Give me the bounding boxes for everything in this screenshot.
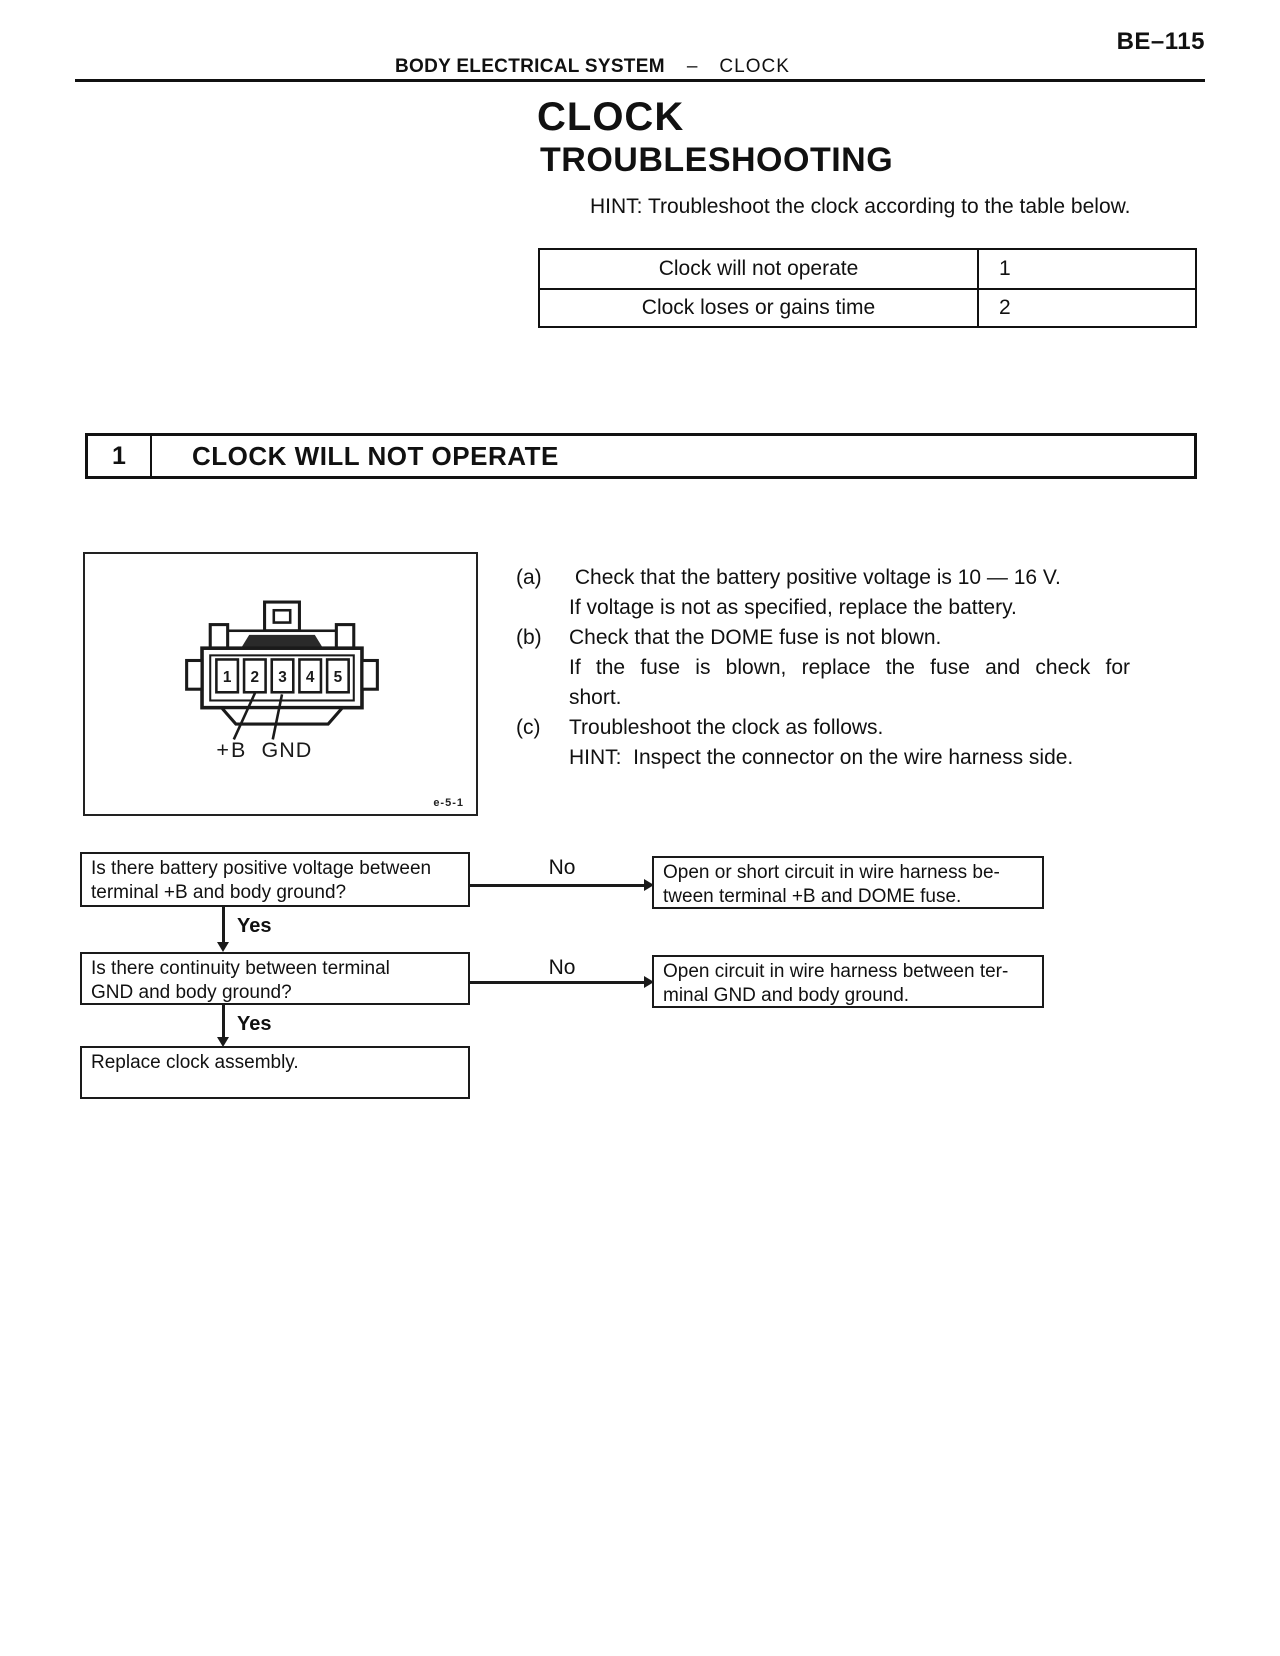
table-row: Clock loses or gains time 2	[540, 288, 1195, 326]
connector-diagram-frame: 1 2 3 4 5 +B GND e-5-1	[83, 552, 478, 816]
flow-final-replace-clock: Replace clock assembly.	[80, 1046, 470, 1099]
no-label: No	[548, 956, 576, 979]
page-title: CLOCK	[537, 95, 685, 139]
step-line: HINT: Inspect the connector on the wire …	[516, 743, 1130, 773]
flow-text: Open or short circuit in wire harness be…	[663, 862, 1000, 883]
hint-text: HINT: Troubleshoot the clock according t…	[590, 195, 1131, 218]
step-text: Troubleshoot the clock as follows.	[569, 716, 884, 739]
symptom-table: Clock will not operate 1 Clock loses or …	[538, 248, 1197, 328]
step-text: short.	[569, 686, 622, 709]
step-text: If voltage is not as specified, replace …	[569, 596, 1017, 619]
step-line: (a) Check that the battery positive volt…	[516, 563, 1130, 593]
step-marker: (b)	[516, 626, 542, 649]
terminal-b-label: +B	[216, 738, 247, 762]
pin-1-label: 1	[223, 669, 232, 686]
symptom-code-cell: 2	[999, 296, 1011, 319]
step-line: (b) Check that the DOME fuse is not blow…	[516, 623, 1130, 653]
pin-2-label: 2	[251, 669, 260, 686]
running-header-separator: –	[686, 56, 698, 77]
arrowhead-right-icon	[644, 879, 654, 891]
step-marker	[516, 683, 569, 713]
terminal-gnd-label: GND	[261, 738, 312, 762]
step-line: (c) Troubleshoot the clock as follows.	[516, 713, 1130, 743]
flow-question-voltage: Is there battery positive voltage betwee…	[80, 852, 470, 907]
yes-label: Yes	[237, 915, 272, 937]
flow-text: Is there battery positive voltage betwee…	[91, 858, 432, 879]
step-marker	[516, 653, 569, 683]
step-marker: (a)	[516, 566, 542, 589]
pin-4-label: 4	[306, 669, 315, 686]
step-marker	[516, 593, 569, 623]
symptom-cell: Clock will not operate	[540, 250, 979, 288]
no-label: No	[548, 856, 576, 879]
step-text: HINT: Inspect the connector on the wire …	[569, 746, 1074, 769]
step-line: If voltage is not as specified, replace …	[516, 593, 1130, 623]
flow-text: GND and body ground?	[91, 982, 292, 1003]
clock-connector-drawing: 1 2 3 4 5 +B GND	[185, 600, 379, 762]
page-number: BE–115	[1116, 28, 1205, 55]
figure-code: e-5-1	[433, 797, 464, 809]
yes-label: Yes	[237, 1013, 272, 1035]
step-line: short.	[516, 683, 1130, 713]
connector-line	[222, 907, 225, 947]
inspection-steps: (a) Check that the battery positive volt…	[516, 563, 1130, 773]
flow-text: Open circuit in wire harness between ter…	[663, 961, 1009, 982]
symptom-code-cell: 1	[999, 257, 1011, 280]
symptom-cell: Clock loses or gains time	[540, 290, 979, 326]
flow-text: Is there continuity between terminal	[91, 958, 390, 979]
arrowhead-down-icon	[217, 1037, 229, 1047]
step-text: Check that the DOME fuse is not blown.	[569, 626, 942, 649]
step-marker: (c)	[516, 716, 541, 739]
running-header-topic: CLOCK	[719, 56, 790, 77]
running-header-section: BODY ELECTRICAL SYSTEM	[395, 56, 665, 77]
step-marker	[516, 743, 569, 773]
connector-line	[470, 884, 646, 887]
page-subtitle: TROUBLESHOOTING	[540, 141, 894, 179]
flow-result-open-circuit: Open circuit in wire harness between ter…	[652, 955, 1044, 1008]
pin-5-label: 5	[334, 669, 343, 686]
flow-text: Replace clock assembly.	[91, 1052, 299, 1073]
step-text: Check that the battery positive voltage …	[569, 566, 1061, 589]
connector-line	[222, 1005, 225, 1041]
pin-3-label: 3	[278, 669, 287, 686]
flow-result-open-short: Open or short circuit in wire harness be…	[652, 856, 1044, 909]
flow-question-continuity: Is there continuity between terminal GND…	[80, 952, 470, 1005]
table-row: Clock will not operate 1	[540, 250, 1195, 288]
arrowhead-down-icon	[217, 942, 229, 952]
flow-text: minal GND and body ground.	[663, 985, 910, 1006]
arrowhead-right-icon	[644, 976, 654, 988]
section-number: 1	[88, 436, 152, 476]
section-header: 1 CLOCK WILL NOT OPERATE	[85, 433, 1197, 479]
connector-line	[470, 981, 646, 984]
header-rule	[75, 79, 1205, 82]
running-header: BODY ELECTRICAL SYSTEM – CLOCK	[395, 56, 790, 78]
flow-text: tween terminal +B and DOME fuse.	[663, 886, 962, 907]
step-line: If the fuse is blown, replace the fuse a…	[516, 653, 1130, 683]
section-title: CLOCK WILL NOT OPERATE	[192, 440, 559, 471]
flow-text: terminal +B and body ground?	[91, 882, 347, 903]
step-text: If the fuse is blown, replace the fuse a…	[569, 656, 1130, 679]
